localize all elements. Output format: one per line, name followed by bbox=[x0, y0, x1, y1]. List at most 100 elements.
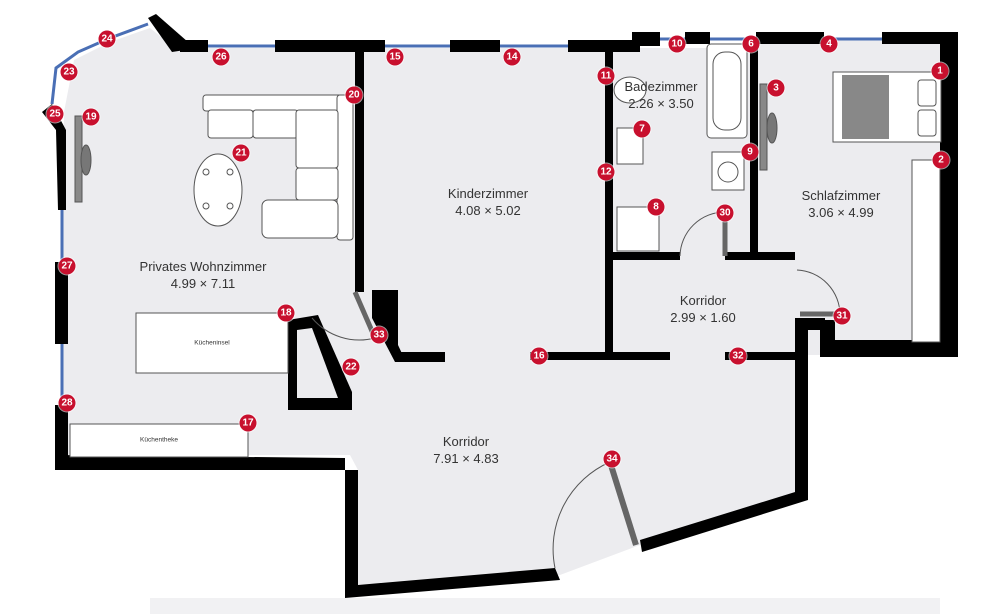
marker-28[interactable]: 28 bbox=[58, 394, 76, 412]
marker-26[interactable]: 26 bbox=[212, 48, 230, 66]
wall-east-lower bbox=[795, 318, 808, 498]
floor-corridor-main bbox=[350, 355, 800, 585]
floor-kinderzimmer bbox=[360, 48, 610, 355]
marker-19[interactable]: 19 bbox=[82, 108, 100, 126]
marker-25[interactable]: 25 bbox=[46, 105, 64, 123]
kitchen-counter-label: Küchentheke bbox=[140, 436, 178, 444]
marker-30[interactable]: 30 bbox=[716, 204, 734, 222]
wardrobe bbox=[911, 159, 941, 343]
room-label-corridor-main: Korridor 7.91 × 4.83 bbox=[433, 433, 498, 467]
pillow-2 bbox=[917, 109, 937, 137]
dining-table bbox=[193, 153, 243, 227]
wall-northwest-bay bbox=[148, 14, 188, 52]
pillow-1 bbox=[917, 79, 937, 107]
room-label-bedroom: Schlafzimmer 3.06 × 4.99 bbox=[802, 187, 881, 221]
room-size: 2.26 × 3.50 bbox=[628, 96, 694, 111]
bathtub-inner bbox=[712, 51, 742, 131]
wall-north-7 bbox=[756, 32, 824, 44]
wall-north-8 bbox=[882, 32, 948, 44]
sofa-seat-1 bbox=[207, 109, 254, 139]
marker-1[interactable]: 1 bbox=[931, 62, 949, 80]
chair-2 bbox=[226, 168, 234, 176]
tv-bedroom bbox=[759, 83, 768, 171]
wall-bath-west bbox=[605, 52, 613, 357]
room-size: 2.99 × 1.60 bbox=[670, 310, 736, 325]
wall-north-5 bbox=[632, 32, 660, 46]
wall-north-2 bbox=[275, 40, 385, 52]
tv-bedroom-base bbox=[766, 112, 778, 144]
chair-3 bbox=[202, 202, 210, 210]
marker-14[interactable]: 14 bbox=[503, 48, 521, 66]
marker-34[interactable]: 34 bbox=[603, 450, 621, 468]
room-name: Korridor bbox=[442, 434, 490, 449]
marker-8[interactable]: 8 bbox=[647, 198, 665, 216]
door-arc-kinder bbox=[311, 317, 376, 341]
wall-kinder-south-1 bbox=[395, 352, 445, 362]
sink bbox=[616, 127, 644, 165]
tv-living-base bbox=[80, 144, 92, 176]
wall-kinder-diag bbox=[372, 290, 405, 362]
chair-1 bbox=[202, 168, 210, 176]
floor-shadow bbox=[150, 598, 940, 614]
room-label-corridor-small: Korridor 2.99 × 1.60 bbox=[670, 292, 735, 326]
kitchen-island bbox=[135, 312, 289, 374]
sofa-right-arm bbox=[336, 94, 354, 241]
marker-3[interactable]: 3 bbox=[767, 79, 785, 97]
wall-north-6 bbox=[685, 32, 710, 44]
wall-north-1 bbox=[180, 40, 208, 52]
floor-corridor-small bbox=[610, 255, 820, 355]
door-leaf-entrance bbox=[607, 461, 639, 546]
marker-21[interactable]: 21 bbox=[232, 144, 250, 162]
wall-south-living bbox=[55, 455, 345, 470]
sofa-seat-3 bbox=[295, 109, 339, 169]
room-name: Privates Wohnzimmer bbox=[139, 259, 267, 274]
marker-18[interactable]: 18 bbox=[277, 304, 295, 322]
marker-32[interactable]: 32 bbox=[729, 347, 747, 365]
marker-27[interactable]: 27 bbox=[58, 257, 76, 275]
marker-16[interactable]: 16 bbox=[530, 347, 548, 365]
sofa-chaise bbox=[261, 199, 339, 239]
marker-9[interactable]: 9 bbox=[741, 143, 759, 161]
marker-11[interactable]: 11 bbox=[597, 67, 615, 85]
wall-kinder-south-3 bbox=[725, 352, 800, 360]
room-label-living: Privates Wohnzimmer 4.99 × 7.11 bbox=[140, 258, 267, 292]
kitchen-island-label: Kücheninsel bbox=[194, 339, 230, 347]
wall-south-bedroom bbox=[820, 340, 958, 357]
wall-west-upper bbox=[42, 104, 66, 210]
room-size: 4.08 × 5.02 bbox=[455, 203, 521, 218]
sofa-back bbox=[202, 94, 354, 112]
wall-island-col-inner bbox=[297, 328, 338, 398]
marker-22[interactable]: 22 bbox=[342, 358, 360, 376]
window-bay bbox=[50, 22, 149, 105]
marker-15[interactable]: 15 bbox=[386, 48, 404, 66]
room-name: Badezimmer bbox=[624, 79, 698, 94]
washer-drum bbox=[717, 161, 739, 183]
room-size: 4.99 × 7.11 bbox=[170, 276, 236, 291]
sofa-seat-4 bbox=[295, 167, 339, 201]
bed-cover bbox=[842, 75, 889, 139]
wall-kinder-south-2 bbox=[530, 352, 670, 360]
wall-southwest bbox=[345, 470, 560, 598]
marker-17[interactable]: 17 bbox=[239, 414, 257, 432]
room-label-kinderzimmer: Kinderzimmer 4.08 × 5.02 bbox=[448, 185, 528, 219]
marker-24[interactable]: 24 bbox=[98, 30, 116, 48]
toilet bbox=[613, 76, 647, 104]
door-arc-entrance bbox=[552, 461, 611, 569]
marker-10[interactable]: 10 bbox=[668, 35, 686, 53]
marker-4[interactable]: 4 bbox=[820, 35, 838, 53]
room-size: 3.06 × 4.99 bbox=[808, 205, 874, 220]
marker-23[interactable]: 23 bbox=[60, 63, 78, 81]
marker-33[interactable]: 33 bbox=[370, 326, 388, 344]
room-size: 7.91 × 4.83 bbox=[433, 451, 499, 466]
chair-4 bbox=[226, 202, 234, 210]
marker-6[interactable]: 6 bbox=[742, 35, 760, 53]
marker-7[interactable]: 7 bbox=[633, 120, 651, 138]
marker-2[interactable]: 2 bbox=[932, 151, 950, 169]
marker-31[interactable]: 31 bbox=[833, 307, 851, 325]
door-arc-bedroom bbox=[796, 269, 841, 316]
marker-12[interactable]: 12 bbox=[597, 163, 615, 181]
wall-east bbox=[940, 32, 958, 357]
marker-20[interactable]: 20 bbox=[345, 86, 363, 104]
wall-southeast bbox=[640, 488, 808, 552]
